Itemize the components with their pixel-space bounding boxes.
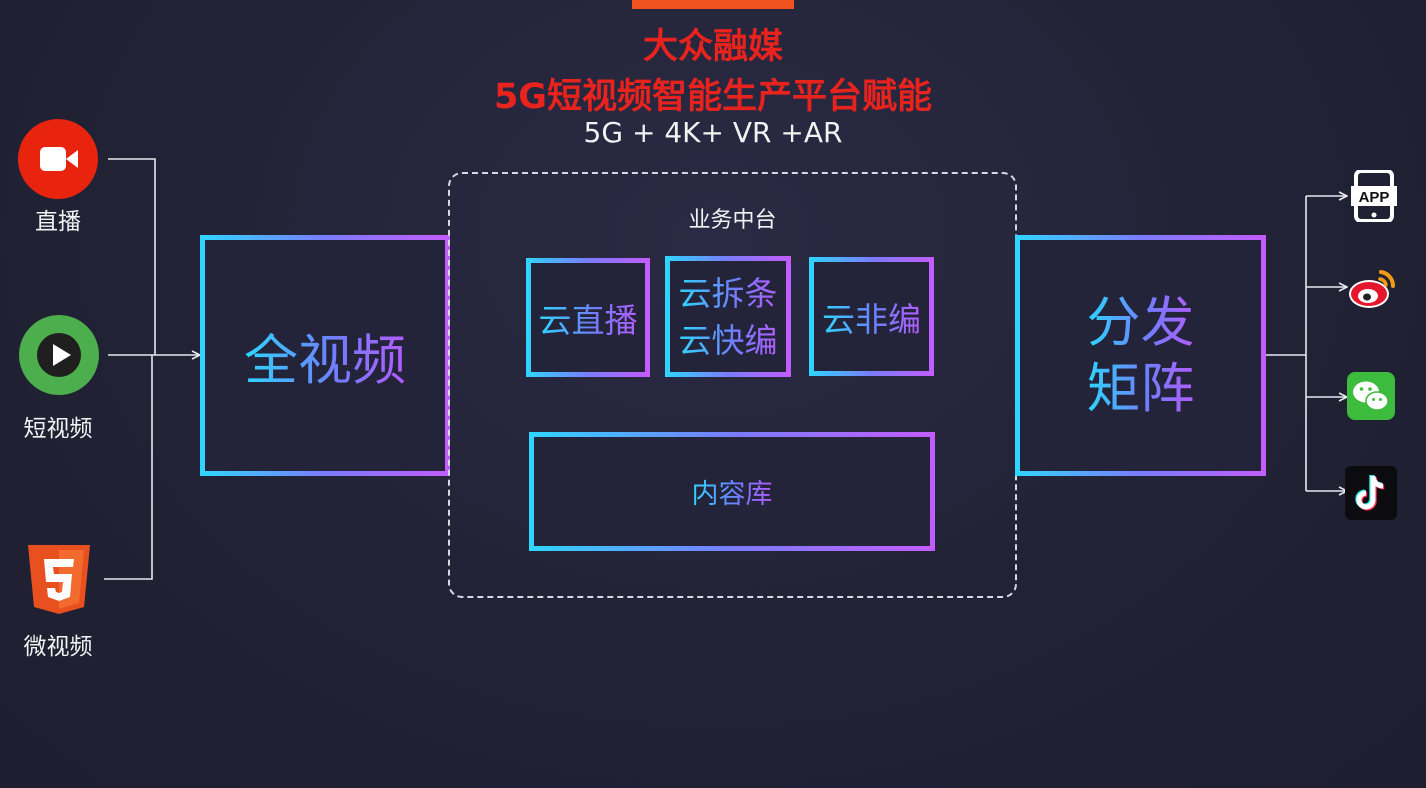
source-short-video-label: 短视频: [23, 416, 93, 442]
douyin-icon[interactable]: [1345, 466, 1397, 520]
source-live-label: 直播: [35, 209, 81, 235]
video-camera-icon: [18, 119, 98, 199]
business-platform-panel: [448, 172, 1017, 598]
module-cloud-live[interactable]: 云直播: [526, 258, 650, 377]
distribution-matrix-box[interactable]: 分发 矩阵: [1015, 235, 1266, 476]
source-micro-video[interactable]: [26, 543, 92, 615]
all-video-box[interactable]: 全视频: [200, 235, 450, 476]
title-line-1: 大众融媒: [642, 27, 783, 67]
module-cloud-live-label: 云直播: [539, 294, 638, 342]
content-library-label: 内容库: [692, 472, 773, 511]
module-cloud-clip-line1: 云拆条: [679, 270, 778, 317]
module-cloud-nle-label: 云非编: [822, 293, 921, 341]
weibo-icon[interactable]: [1347, 264, 1396, 312]
html5-icon: [28, 545, 90, 614]
content-library-box[interactable]: 内容库: [529, 432, 935, 551]
module-cloud-nle[interactable]: 云非编: [809, 257, 934, 376]
module-cloud-clip-line2: 云快编: [679, 317, 778, 364]
subtitle: 5G + 4K+ VR +AR: [583, 116, 843, 149]
play-icon: [19, 315, 99, 395]
wechat-icon[interactable]: [1347, 372, 1395, 420]
source-live[interactable]: [18, 119, 98, 199]
all-video-label: 全视频: [244, 316, 406, 395]
module-cloud-clip[interactable]: 云拆条 云快编: [665, 256, 791, 377]
source-short-video[interactable]: [19, 315, 99, 395]
distribution-line2: 矩阵: [1086, 356, 1195, 420]
app-icon[interactable]: APP: [1350, 169, 1398, 223]
distribution-line1: 分发: [1086, 290, 1195, 354]
app-icon-text: APP: [1359, 189, 1390, 206]
top-accent-bar: [632, 0, 794, 9]
business-platform-title: 业务中台: [688, 208, 777, 233]
title-line-2: 5G短视频智能生产平台赋能: [493, 77, 933, 117]
source-micro-video-label: 微视频: [23, 634, 93, 660]
